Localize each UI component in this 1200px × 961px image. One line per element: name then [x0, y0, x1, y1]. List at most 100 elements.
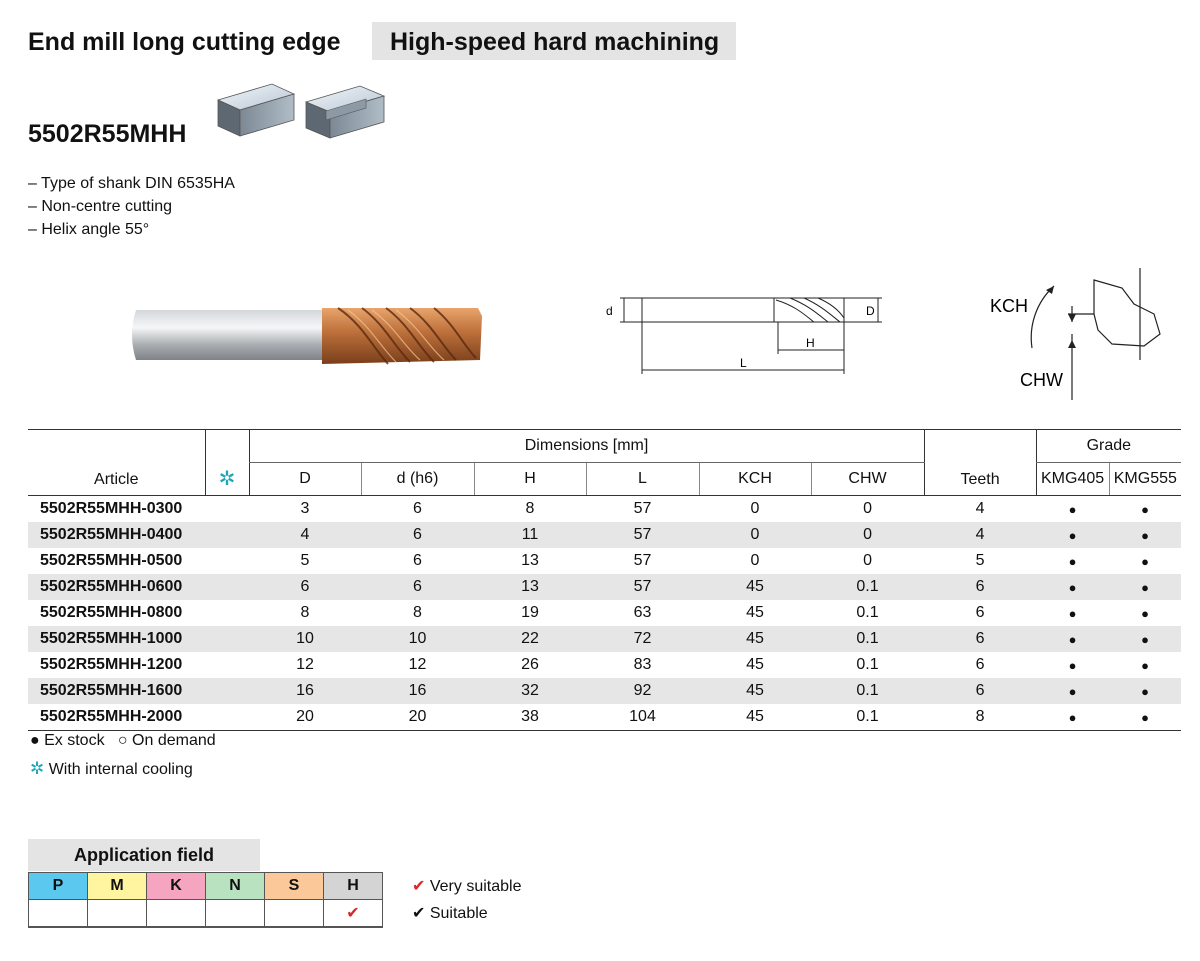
cell-H: 22 [474, 626, 586, 652]
cell-grade-kmg405: ● [1036, 548, 1110, 574]
product-code: 5502R55MHH [28, 120, 187, 148]
cell-KCH: 0 [699, 548, 811, 574]
cell-grade-kmg405: ● [1036, 626, 1110, 652]
cell-grade-kmg405: ● [1036, 574, 1110, 600]
cell-grade-kmg405: ● [1036, 704, 1110, 731]
stock-legend: ● Ex stock ○ On demand [30, 732, 216, 750]
cell-KCH: 45 [699, 678, 811, 704]
material-k: K [146, 872, 206, 900]
application-table: P M K N S H ✔ [28, 872, 383, 928]
page-subtitle: High-speed hard machining [390, 28, 720, 56]
cell-teeth: 6 [924, 574, 1037, 600]
cell-article: 5502R55MHH-1000 [28, 626, 205, 652]
cell-grade-kmg405: ● [1036, 678, 1110, 704]
cell-cooling [205, 495, 249, 522]
cell-teeth: 4 [924, 495, 1037, 522]
cell-KCH: 45 [699, 574, 811, 600]
cell-grade-kmg405: ● [1036, 652, 1110, 678]
cell-D: 3 [249, 495, 361, 522]
cell-H: 32 [474, 678, 586, 704]
legend-suitable-label: Suitable [429, 905, 488, 922]
suitability-h: ✔ [323, 899, 383, 928]
cell-d: 6 [361, 548, 474, 574]
col-header-dimensions: Dimensions [mm] [248, 429, 925, 463]
cell-grade-kmg555: ● [1109, 652, 1182, 678]
col-header-d-h6: d (h6) [360, 462, 474, 496]
cell-L: 72 [586, 626, 699, 652]
material-m: M [87, 872, 147, 900]
cell-cooling [205, 522, 249, 548]
cell-article: 5502R55MHH-0300 [28, 495, 205, 522]
cell-CHW: 0 [811, 548, 925, 574]
cell-teeth: 6 [924, 600, 1037, 626]
feature-item: – Type of shank DIN 6535HA [28, 175, 235, 192]
col-header-cooling: ✲ [204, 429, 249, 496]
cell-article: 5502R55MHH-0400 [28, 522, 205, 548]
cell-H: 13 [474, 548, 586, 574]
material-p: P [28, 872, 88, 900]
col-header-kmg555: KMG555 [1108, 462, 1182, 496]
feature-item: – Helix angle 55° [28, 221, 150, 238]
dim-label-H: H [806, 336, 815, 350]
col-header-L: L [585, 462, 699, 496]
dimension-drawing: d D H L [606, 297, 882, 374]
legend-very-suitable-label: Very suitable [429, 878, 522, 895]
application-title-box [28, 839, 260, 871]
dim-label-d: d [606, 304, 613, 318]
cell-CHW: 0.1 [811, 626, 925, 652]
cell-D: 6 [249, 574, 361, 600]
snowflake-icon: ✲ [30, 759, 45, 778]
cell-D: 5 [249, 548, 361, 574]
cell-article: 5502R55MHH-1200 [28, 652, 205, 678]
cell-grade-kmg555: ● [1109, 626, 1182, 652]
cell-D: 8 [249, 600, 361, 626]
col-header-kmg405: KMG405 [1035, 462, 1110, 496]
feature-list: – Type of shank DIN 6535HA – Non-centre … [28, 172, 235, 241]
col-header-grade: Grade [1035, 429, 1182, 463]
cell-CHW: 0 [811, 495, 925, 522]
material-blocks-icon [216, 83, 386, 139]
material-n: N [205, 872, 265, 900]
chamfer-label-kch: KCH [990, 296, 1028, 316]
cell-cooling [205, 600, 249, 626]
cell-teeth: 6 [924, 626, 1037, 652]
suitability-m [87, 899, 147, 928]
cell-teeth: 5 [924, 548, 1037, 574]
cell-L: 92 [586, 678, 699, 704]
cell-CHW: 0.1 [811, 600, 925, 626]
cell-KCH: 0 [699, 522, 811, 548]
dim-label-D: D [866, 304, 875, 318]
material-s: S [264, 872, 324, 900]
cell-H: 13 [474, 574, 586, 600]
cell-article: 5502R55MHH-2000 [28, 704, 205, 731]
cell-grade-kmg555: ● [1109, 704, 1182, 731]
cell-d: 12 [361, 652, 474, 678]
col-header-KCH: KCH [698, 462, 811, 496]
snowflake-icon: ✲ [218, 468, 236, 490]
cell-KCH: 0 [699, 495, 811, 522]
chamfer-drawing: KCH CHW [990, 268, 1161, 400]
cell-D: 16 [249, 678, 361, 704]
cell-L: 57 [586, 495, 699, 522]
cell-article: 5502R55MHH-0600 [28, 574, 205, 600]
cell-grade-kmg555: ● [1109, 678, 1182, 704]
cell-article: 5502R55MHH-1600 [28, 678, 205, 704]
legend-ex-stock: ● Ex stock [30, 732, 105, 749]
col-header-article: Article [28, 429, 205, 496]
cell-CHW: 0 [811, 522, 925, 548]
cell-teeth: 6 [924, 678, 1037, 704]
col-header-CHW: CHW [810, 462, 925, 496]
legend-cooling: With internal cooling [48, 761, 193, 778]
cell-L: 104 [586, 704, 699, 731]
cell-CHW: 0.1 [811, 574, 925, 600]
cell-cooling [205, 626, 249, 652]
suitability-s [264, 899, 324, 928]
cell-grade-kmg555: ● [1109, 548, 1182, 574]
cell-cooling [205, 548, 249, 574]
cell-L: 57 [586, 522, 699, 548]
cell-grade-kmg405: ● [1036, 522, 1110, 548]
end-mill-photo [132, 307, 482, 365]
cell-article: 5502R55MHH-0500 [28, 548, 205, 574]
